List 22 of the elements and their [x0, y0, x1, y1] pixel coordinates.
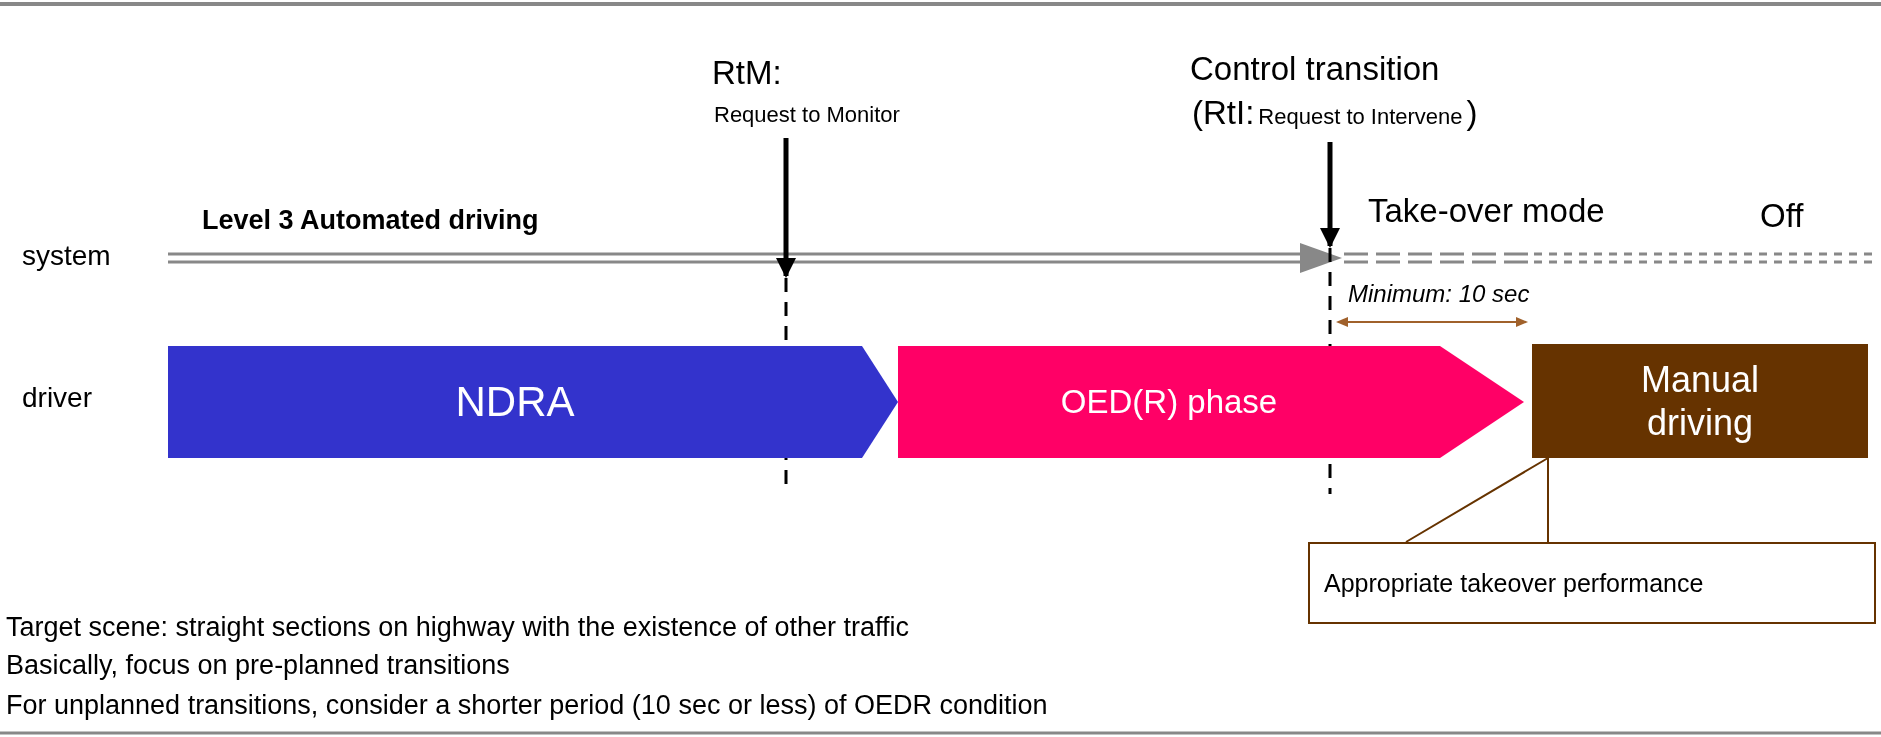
node-label: NDRA	[455, 376, 575, 427]
row-label: system	[22, 240, 111, 273]
event-description: Request to Intervene	[1258, 104, 1463, 130]
bracket-text: )	[1466, 94, 1478, 132]
event-description: Request to Monitor	[714, 102, 900, 128]
mode-label: Take-over mode	[1368, 192, 1605, 230]
note-text: Basically, focus on pre-planned transitions	[6, 650, 510, 682]
row-label: driver	[22, 382, 92, 415]
leader-line	[1405, 457, 1549, 543]
note-text: For unplanned transitions, consider a shorter period (10 sec or less) of OEDR condition	[6, 690, 1048, 722]
node-label: Manual driving	[1639, 357, 1761, 445]
note-text: Target scene: straight sections on highway with the existence of other traffic	[6, 612, 909, 644]
event-label: RtM:	[712, 54, 782, 92]
node-label: OED(R) phase	[1060, 382, 1278, 422]
mode-label: Level 3 Automated driving	[202, 205, 539, 237]
event-label: Control transition	[1190, 50, 1440, 88]
node-label: Appropriate takeover performance	[1324, 568, 1704, 598]
phase-box	[1532, 344, 1868, 458]
mode-label: Off	[1760, 197, 1804, 235]
callout-box	[1308, 542, 1876, 624]
event-label: (RtI:	[1192, 94, 1255, 132]
duration-label: Minimum: 10 sec	[1348, 280, 1530, 308]
